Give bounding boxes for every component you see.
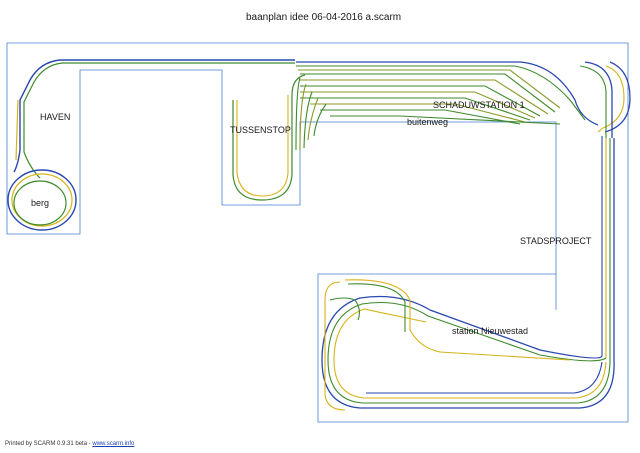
label-station-nieuwestad: station Nieuwestad	[452, 326, 529, 336]
station-tracks	[321, 279, 615, 411]
berg-loop	[7, 169, 77, 231]
haven-tracks	[7, 59, 295, 231]
label-schaduwstation: SCHADUWSTATION 1	[433, 100, 525, 110]
plan-title: baanplan idee 06-04-2016 a.scarm	[246, 12, 402, 23]
scarm-link[interactable]: www.scarm.info	[92, 441, 135, 447]
right-loop-tracks	[579, 61, 631, 360]
label-tussenstop: TUSSENSTOP	[230, 125, 291, 135]
label-berg: berg	[31, 198, 50, 208]
tussenstop-tracks	[232, 74, 306, 201]
label-buitenweg: buitenweg	[407, 117, 449, 127]
printed-by-footer: Printed by SCARM 0.9.31 beta - www.scarm…	[5, 441, 134, 447]
baseboard-outline	[6, 42, 629, 423]
label-stadsproject: STADSPROJECT	[520, 236, 592, 246]
label-haven: HAVEN	[40, 112, 71, 122]
schaduwstation-tracks	[295, 61, 599, 151]
footer-text: Printed by SCARM 0.9.31 beta -	[5, 441, 93, 447]
